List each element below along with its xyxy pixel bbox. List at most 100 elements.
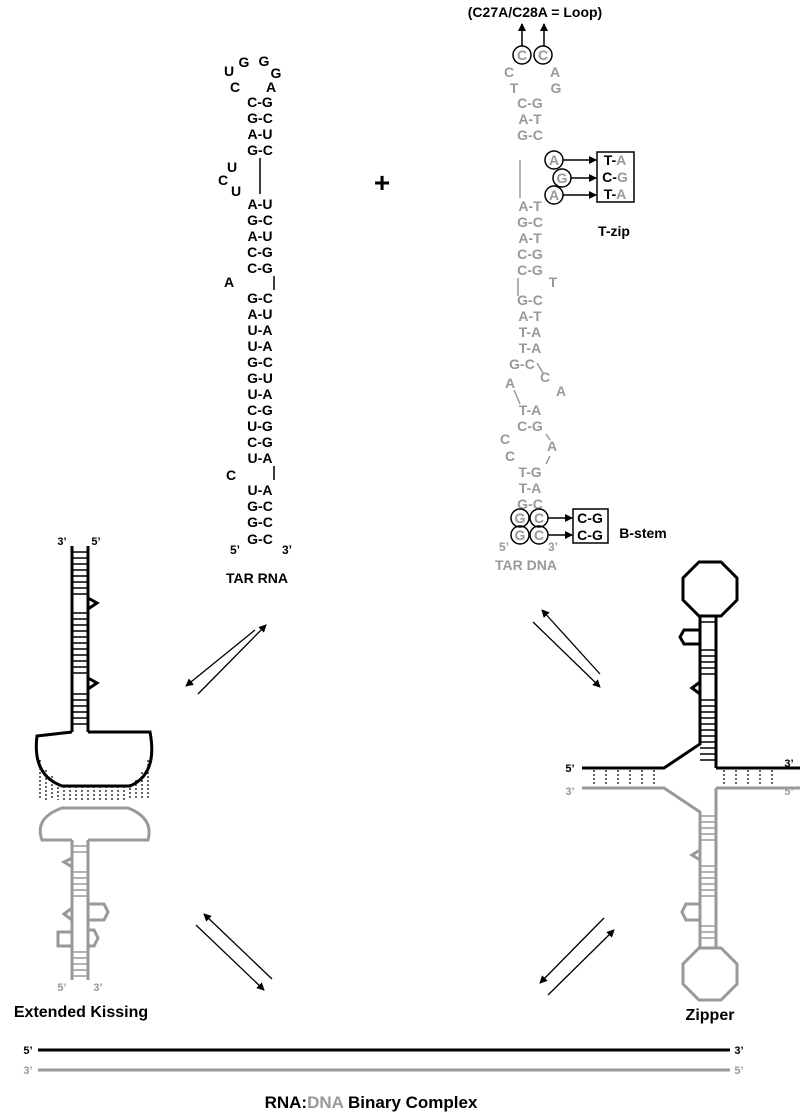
bstem-pair-1: C-G — [577, 510, 603, 526]
bstem-circle-3 — [510, 525, 530, 545]
dna-internal-c1: C — [540, 369, 550, 385]
extended-kissing-schematic: 3’ 5’ 5’ 3’ Extended Kissing — [14, 536, 154, 1021]
binary-dna-three-prime: 3’ — [23, 1065, 32, 1077]
kissing-rna-rungs — [72, 551, 88, 725]
dna-pair-4: A-T — [518, 198, 542, 214]
rna-bulge-u2: U — [231, 183, 241, 199]
kissing-rna-hairpin — [34, 546, 154, 788]
rna-pair-9: C-G — [247, 260, 273, 276]
dna-pair-15: C-G — [517, 418, 543, 434]
rna-pair-5: A-U — [248, 196, 273, 212]
dna-pair-1: C-G — [517, 95, 543, 111]
dna-pair-9: G-C — [517, 292, 543, 308]
tzip-box — [596, 151, 635, 203]
bstem-from-c1: C — [534, 510, 544, 526]
bstem-circle-1 — [510, 508, 530, 528]
arrow-binary-to-kissing — [203, 913, 273, 980]
kissing-dna-rungs — [72, 845, 88, 977]
tzip-pair-1: T-A — [604, 152, 627, 168]
bstem-from-c2: C — [534, 527, 544, 543]
kissing-rna-five-prime: 5’ — [91, 536, 100, 548]
bstem-box — [572, 508, 609, 544]
dna-pair-8: C-G — [517, 262, 543, 278]
rna-pair-17: C-G — [247, 402, 273, 418]
rna-pair-18: U-G — [247, 418, 273, 434]
bstem-label: B-stem — [619, 525, 666, 541]
rna-loop-u: U — [224, 63, 234, 79]
zipper-rna-hairpin — [582, 560, 800, 770]
loop-circle-1 — [512, 45, 532, 65]
rna-pair-22: G-C — [247, 498, 273, 514]
dna-loop-c2: C — [538, 47, 548, 63]
dna-internal-a3: A — [547, 438, 557, 454]
dna-pair-13: G-C — [509, 356, 535, 372]
dna-five-prime: 5’ — [499, 540, 509, 554]
loop-mutant-note: (C27A/C28A = Loop) — [468, 4, 602, 20]
rna-loop-a: A — [266, 79, 276, 95]
binary-dna-five-prime: 5’ — [734, 1065, 743, 1077]
rna-pair-6: G-C — [247, 212, 273, 228]
rna-pair-24: G-C — [247, 531, 273, 547]
rna-bulge-c: C — [218, 172, 228, 188]
tzip-pair-2: C-G — [602, 169, 628, 185]
rna-pair-4: G-C — [247, 142, 273, 158]
rna-bulge-a: A — [224, 274, 234, 290]
arrow-binary-to-zipper — [547, 929, 615, 996]
binary-rna-three-prime: 3’ — [734, 1045, 743, 1057]
zipper-rna-rungs — [700, 621, 716, 761]
arrow-rna-to-kissing — [185, 629, 256, 687]
dna-pair-5: G-C — [517, 214, 543, 230]
rna-pair-2: G-C — [247, 110, 273, 126]
zipper-label: Zipper — [686, 1007, 735, 1024]
arrow-kissing-to-rna — [197, 624, 267, 695]
rna-pair-16: U-A — [248, 386, 273, 402]
rna-five-prime: 5’ — [230, 543, 240, 557]
plus-sign: + — [374, 167, 390, 198]
zipper-dna-hairpin — [582, 786, 800, 1002]
tzip-from-a1: A — [549, 152, 559, 168]
rna-bulge-u1: U — [227, 159, 237, 175]
dna-loop-g: G — [551, 80, 562, 96]
zipper-dna-five-prime: 5’ — [784, 786, 793, 798]
rna-loop-g2: G — [259, 53, 270, 69]
dna-pair-17: T-A — [519, 480, 542, 496]
zipper-dotted-pairs — [593, 770, 773, 786]
kissing-dna-three-prime: 3’ — [93, 982, 102, 994]
rna-three-prime: 3’ — [282, 543, 292, 557]
zipper-schematic: 5’ 3’ 3’ 5’ Zipper — [565, 560, 800, 1024]
rna-loop-g1: G — [239, 54, 250, 70]
rna-bulge-c2: C — [226, 467, 236, 483]
kissing-dotted-pairs — [39, 760, 149, 802]
tzip-from-a2: A — [549, 187, 559, 203]
dna-pair-11: T-A — [519, 324, 542, 340]
kissing-dna-hairpin — [38, 806, 151, 980]
extended-kissing-label: Extended Kissing — [14, 1004, 148, 1021]
rna-pair-20: U-A — [248, 450, 273, 466]
arrow-zipper-to-dna — [541, 609, 601, 675]
dna-pair-6: A-T — [518, 230, 542, 246]
dna-internal-a2: A — [556, 383, 566, 399]
rna-pair-13: U-A — [248, 338, 273, 354]
tar-dna-label: TAR DNA — [495, 557, 557, 573]
tar-rna-label: TAR RNA — [226, 570, 288, 586]
kissing-dna-five-prime: 5’ — [57, 982, 66, 994]
rna-pair-10: G-C — [247, 290, 273, 306]
dna-internal-link-2 — [536, 362, 544, 374]
dna-internal-link-4 — [545, 455, 551, 465]
tar-rna-structure: U G G G C A C-G G-C A-U G-C U C U A-U G-… — [218, 53, 292, 586]
rna-pair-19: C-G — [247, 434, 273, 450]
tzip-pair-3: T-A — [604, 186, 627, 202]
rna-pair-3: A-U — [248, 126, 273, 142]
dna-loop-t: T — [510, 80, 519, 96]
zipper-rna-five-prime: 5’ — [565, 763, 574, 775]
binary-complex-label: RNA:DNA Binary Complex — [265, 1093, 478, 1112]
rna-pair-15: G-U — [247, 370, 273, 386]
dna-pair-12: T-A — [519, 340, 542, 356]
rna-pair-14: G-C — [247, 354, 273, 370]
rna-loop-c: C — [230, 79, 240, 95]
tzip-label: T-zip — [598, 223, 630, 239]
zipper-dna-rungs — [700, 815, 716, 939]
rna-pair-1: C-G — [247, 94, 273, 110]
rna-pair-23: G-C — [247, 514, 273, 530]
